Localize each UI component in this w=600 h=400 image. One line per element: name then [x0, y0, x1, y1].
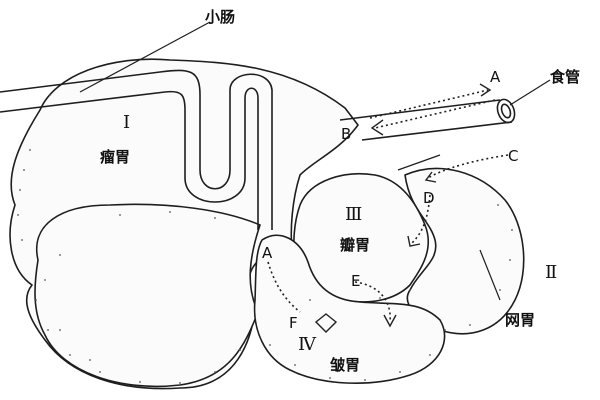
small-intestine-label: 小肠	[205, 8, 235, 26]
abomasum-label: 皱胃	[329, 356, 360, 374]
reticulum-leader	[479, 249, 501, 301]
flow-letter-e: E	[351, 272, 360, 290]
reticulum-numeral: Ⅱ	[545, 262, 557, 283]
small-intestine-leader	[79, 21, 211, 93]
rumen-numeral: Ⅰ	[123, 112, 130, 133]
flow-letter-f: F	[289, 314, 298, 332]
reticulum-outline	[404, 167, 525, 335]
rumen-label: 瘤胃	[100, 148, 130, 166]
stipple-shading	[17, 94, 513, 384]
flow-letter-d: D	[423, 189, 435, 207]
esophagus-leader	[509, 79, 551, 106]
omasum-label: 瓣胃	[340, 236, 370, 254]
flow-letter-a: A	[490, 68, 501, 86]
flow-arrows	[267, 83, 509, 333]
rumen-lower-lobe	[34, 203, 261, 388]
small-intestine-tube	[0, 69, 273, 230]
flow-letter-c: C	[508, 147, 518, 165]
abomasum-outline	[253, 234, 446, 385]
flow-letter-b: B	[341, 125, 351, 143]
reticulum-label: 网胃	[505, 311, 535, 329]
reticulum-groove	[397, 154, 441, 171]
flow-letter-a-lower: A	[262, 244, 273, 262]
abomasum-numeral: Ⅳ	[298, 334, 317, 355]
esophagus-tube	[339, 98, 516, 141]
omasum-numeral: Ⅲ	[345, 204, 362, 225]
esophagus-label: 食管	[550, 68, 580, 86]
